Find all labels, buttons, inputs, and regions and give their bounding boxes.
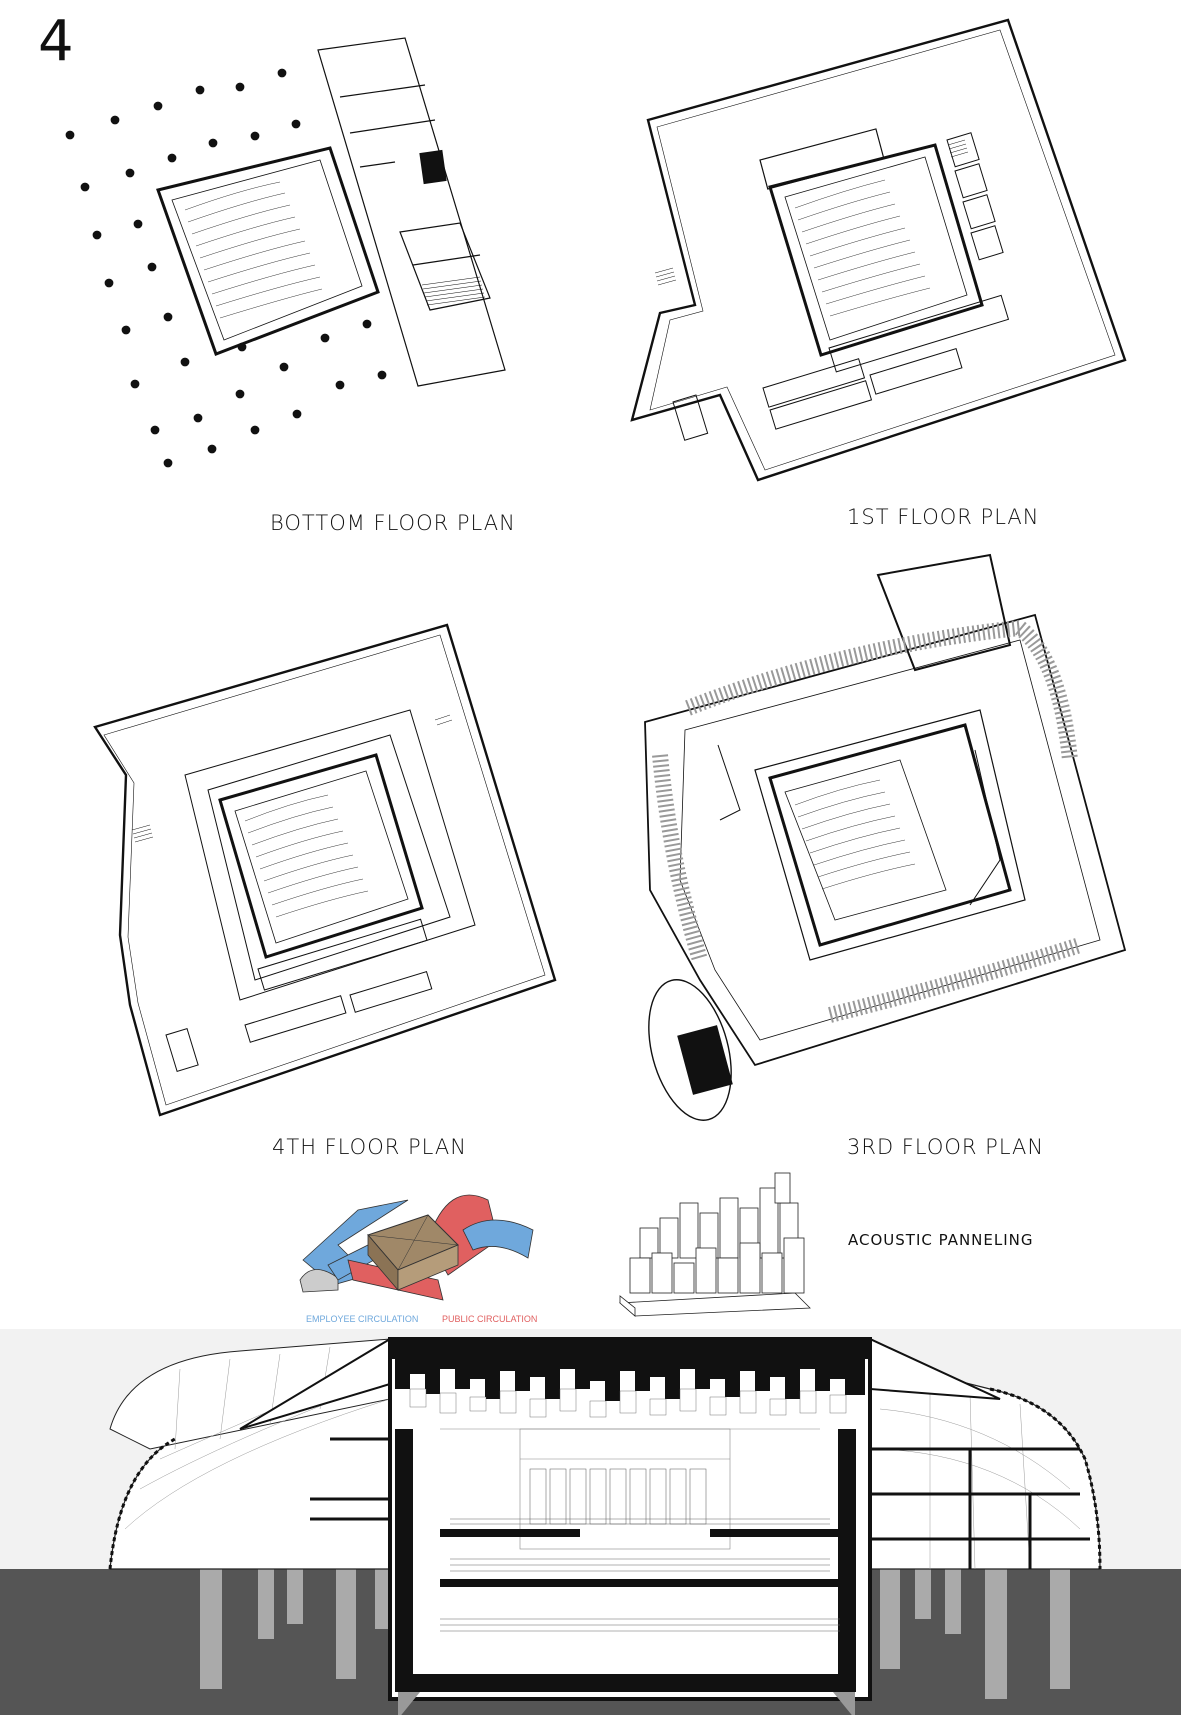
acoustic-panel-diagram — [618, 1172, 811, 1317]
bottom-floor-plan-label: BOTTOM FLOOR PLAN — [270, 511, 516, 535]
sheet-number: 4 — [38, 9, 74, 74]
bottom-floor-plan — [65, 37, 506, 468]
third-floor-plan-label: 3RD FLOOR PLAN — [847, 1135, 1045, 1159]
fourth-floor-plan — [93, 623, 557, 1117]
building-section — [0, 1329, 1181, 1715]
third-floor-plan — [644, 553, 1127, 1121]
acoustic-panel-label: ACOUSTIC PANNELING — [848, 1231, 1034, 1249]
first-floor-plan — [630, 18, 1127, 482]
public-circulation-label: PUBLIC CIRCULATION — [442, 1314, 538, 1324]
employee-circulation-label: EMPLOYEE CIRCULATION — [306, 1314, 419, 1324]
circulation-diagram — [299, 1194, 534, 1301]
fourth-floor-plan-label: 4TH FLOOR PLAN — [272, 1135, 467, 1159]
first-floor-plan-label: 1ST FLOOR PLAN — [847, 505, 1040, 529]
